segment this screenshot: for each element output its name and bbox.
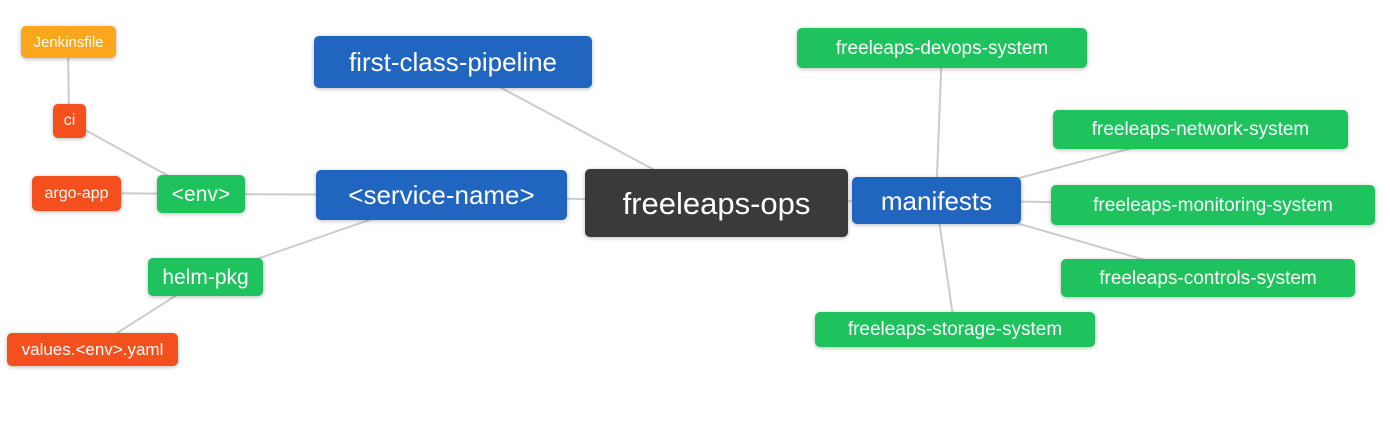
node-freeleaps-ops-root[interactable]: freeleaps-ops xyxy=(585,169,848,237)
node-freeleaps-network-system[interactable]: freeleaps-network-system xyxy=(1053,110,1348,149)
node-freeleaps-monitoring-system[interactable]: freeleaps-monitoring-system xyxy=(1051,185,1375,225)
node-env[interactable]: <env> xyxy=(157,175,245,213)
node-freeleaps-storage-system[interactable]: freeleaps-storage-system xyxy=(815,312,1095,347)
edge-manifests-devops-system xyxy=(935,47,943,201)
node-first-class-pipeline[interactable]: first-class-pipeline xyxy=(314,36,592,88)
node-argo-app[interactable]: argo-app xyxy=(32,176,121,211)
node-service-name[interactable]: <service-name> xyxy=(316,170,567,220)
node-values-env-yaml[interactable]: values.<env>.yaml xyxy=(7,333,178,366)
node-ci[interactable]: ci xyxy=(53,104,86,138)
node-freeleaps-devops-system[interactable]: freeleaps-devops-system xyxy=(797,28,1087,68)
node-helm-pkg[interactable]: helm-pkg xyxy=(148,258,263,296)
node-jenkinsfile[interactable]: Jenkinsfile xyxy=(21,26,116,58)
node-freeleaps-controls-system[interactable]: freeleaps-controls-system xyxy=(1061,259,1355,297)
node-manifests[interactable]: manifests xyxy=(852,177,1021,224)
